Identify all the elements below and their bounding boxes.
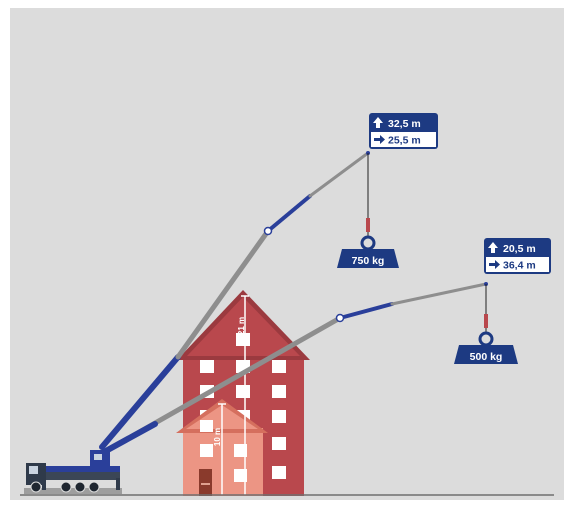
height-dimensions: 21 m 10 m <box>213 295 249 495</box>
tall-building-window <box>272 385 286 398</box>
tall-building-window <box>200 360 214 373</box>
truck-ground-shadow <box>24 488 122 494</box>
boom-1-segment <box>266 194 312 233</box>
arrow-up-icon <box>373 117 383 128</box>
tall-building-window <box>272 466 286 479</box>
weight-icon <box>337 249 399 268</box>
load-2: 500 kg <box>454 284 518 364</box>
boom-2-joint <box>335 313 345 323</box>
truck-icon <box>24 450 122 494</box>
short-building-window <box>200 444 213 457</box>
boom-1-segment <box>308 151 370 198</box>
boom-1-segment <box>99 354 181 450</box>
crane-boom-1 <box>99 151 370 450</box>
reach-info-box-1: 32,5 m 25,5 m <box>369 113 438 149</box>
crane-1-height: 32,5 m <box>388 118 421 130</box>
short-building-window <box>234 444 247 457</box>
load-2-label: 500 kg <box>470 351 503 363</box>
weight-icon <box>454 345 518 364</box>
truck-wheel <box>60 481 72 493</box>
boom-1-segment <box>175 228 271 360</box>
truck-turret-detail <box>94 454 102 460</box>
boom-2-segment <box>390 282 488 306</box>
hook-block-2 <box>484 314 488 328</box>
crane-1-reach: 25,5 m <box>388 135 421 147</box>
boom-2-segment <box>338 302 394 320</box>
load-1-label: 750 kg <box>352 255 385 267</box>
crane-2-height: 20,5 m <box>503 243 536 255</box>
arrow-right-icon <box>489 260 500 269</box>
tall-building-window <box>272 437 286 450</box>
short-building-window <box>200 420 213 432</box>
boom-2-segment <box>101 421 158 455</box>
truck-wheel <box>88 481 100 493</box>
short-building-door <box>199 469 212 496</box>
truck-cab-window <box>29 466 38 474</box>
truck-wheel <box>30 481 42 493</box>
info-box-1-reach-row <box>371 132 436 147</box>
boom-1-joint <box>263 226 273 236</box>
tall-building-roof-face <box>187 297 300 356</box>
short-building-wall <box>183 428 263 496</box>
crane-2-reach: 36,4 m <box>503 260 536 272</box>
info-box-2-reach-row <box>486 257 549 272</box>
arrow-right-icon <box>374 135 385 144</box>
short-building-window <box>234 469 247 482</box>
truck-outrigger-left <box>42 480 46 490</box>
truck-outrigger-right <box>116 478 120 490</box>
tall-building-window <box>236 385 250 398</box>
truck-platform <box>46 466 120 472</box>
short-building <box>176 399 268 496</box>
tall-building-window <box>272 360 286 373</box>
load-1: 750 kg <box>337 153 399 268</box>
tall-building-window <box>272 410 286 423</box>
hook-block-1 <box>366 218 370 232</box>
short-building-door-step <box>201 483 210 485</box>
tall-height-label: 21 m <box>237 317 246 335</box>
arrow-up-icon <box>488 242 498 253</box>
reach-info-box-2: 20,5 m 36,4 m <box>484 238 551 274</box>
crane-boom-2 <box>101 282 488 455</box>
truck-wheel <box>74 481 86 493</box>
short-height-label: 10 m <box>213 428 222 446</box>
truck-chassis <box>46 472 120 480</box>
tall-building-window <box>236 333 250 346</box>
